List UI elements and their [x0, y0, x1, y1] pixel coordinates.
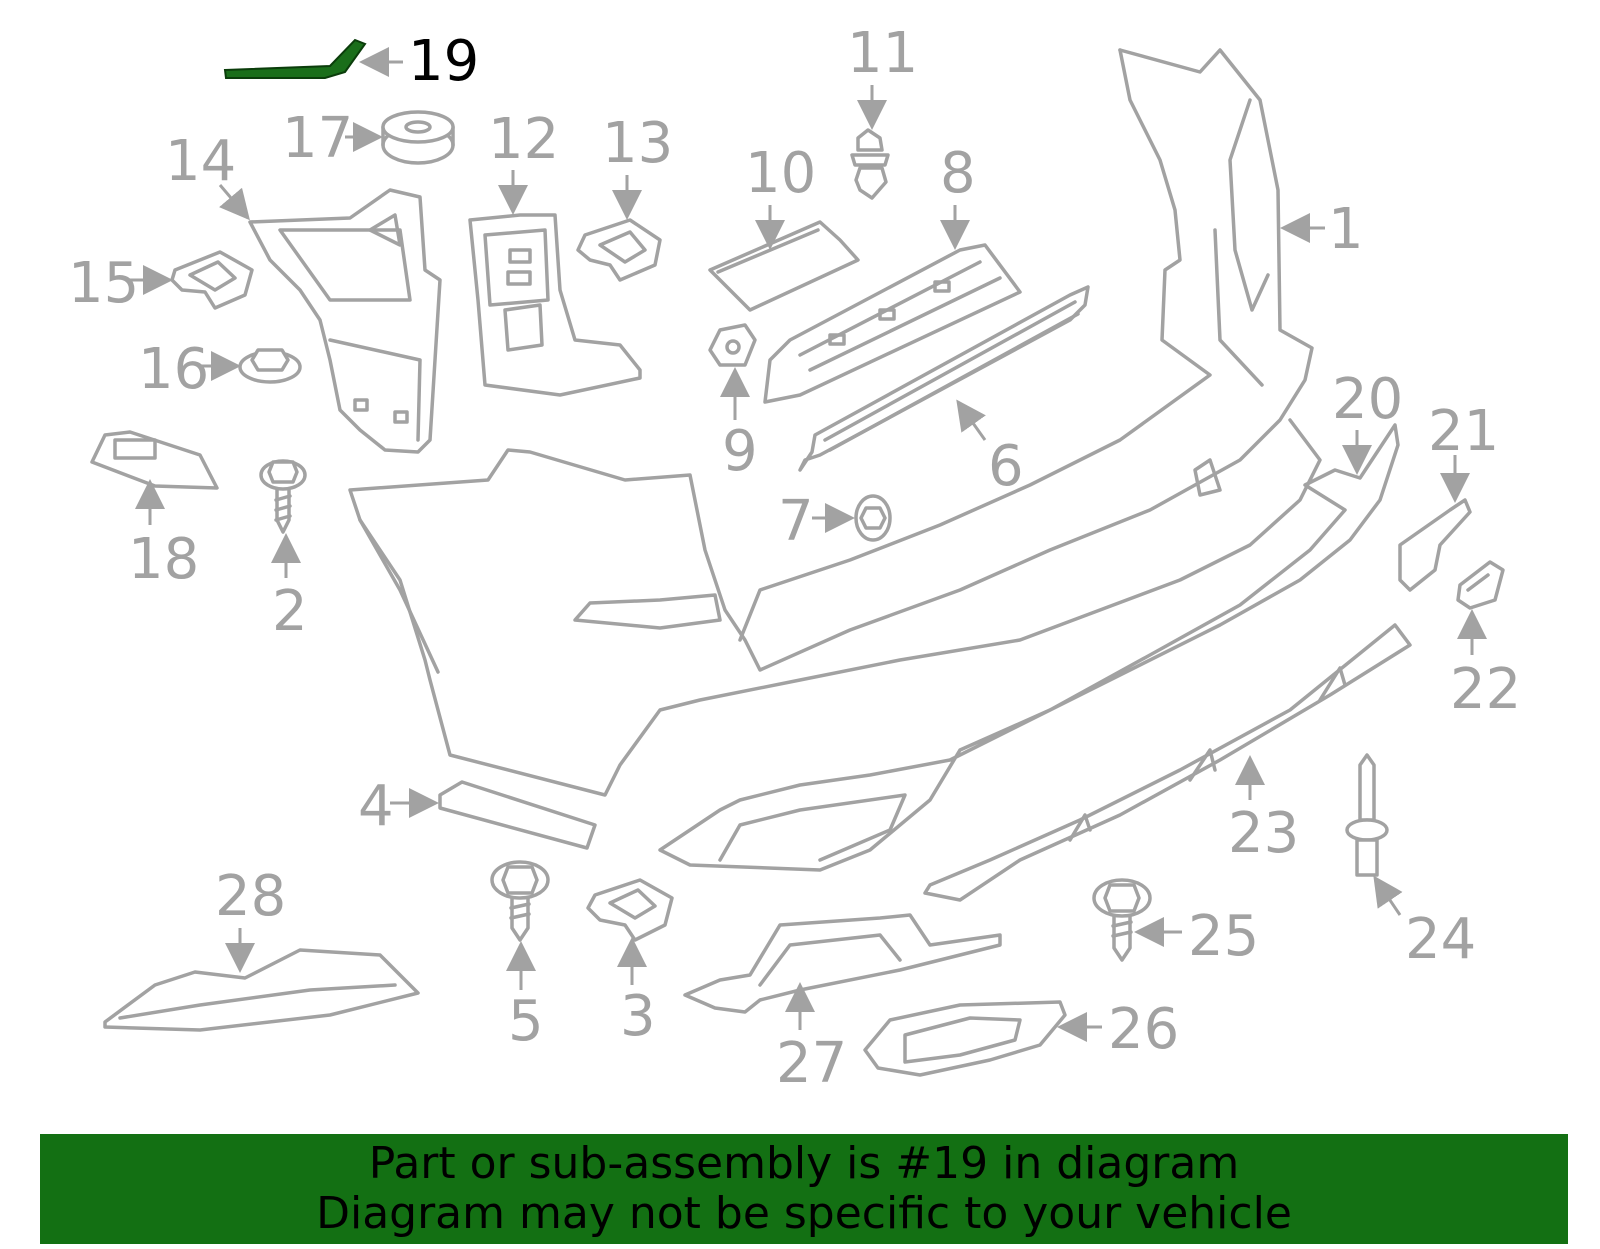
part-1[interactable]: [348, 48, 1322, 797]
part-10[interactable]: [708, 220, 860, 312]
part-14[interactable]: [248, 188, 442, 454]
part-4[interactable]: [438, 780, 597, 850]
part-2[interactable]: [259, 459, 307, 534]
banner-line-1: Part or sub-assembly is #19 in diagram: [368, 1138, 1240, 1189]
part-11[interactable]: [850, 128, 890, 200]
callout-8[interactable]: 8: [940, 141, 976, 206]
part-25[interactable]: [1092, 878, 1152, 962]
callout-13[interactable]: 13: [602, 111, 673, 176]
callout-25[interactable]: 25: [1188, 904, 1259, 969]
callout-12[interactable]: 12: [488, 107, 559, 172]
callout-4[interactable]: 4: [358, 774, 394, 839]
callout-17[interactable]: 17: [282, 106, 353, 171]
part-7[interactable]: [854, 494, 892, 542]
callout-18[interactable]: 18: [128, 527, 199, 592]
banner-line-2: Diagram may not be specific to your vehi…: [316, 1188, 1292, 1239]
callout-27[interactable]: 27: [776, 1031, 847, 1096]
part-5[interactable]: [490, 860, 550, 942]
part-16[interactable]: [238, 348, 302, 384]
part-8[interactable]: [763, 243, 1022, 404]
callout-22[interactable]: 22: [1450, 657, 1521, 722]
part-24[interactable]: [1345, 753, 1389, 877]
part-23[interactable]: [923, 623, 1412, 902]
callout-16[interactable]: 16: [138, 337, 209, 402]
part-13[interactable]: [576, 218, 662, 282]
callout-7[interactable]: 7: [778, 489, 814, 554]
callout-5[interactable]: 5: [508, 989, 544, 1054]
part-21[interactable]: [1398, 498, 1472, 592]
part-17[interactable]: [381, 110, 455, 165]
parts-diagram: 19 17 14 12 13 15: [68, 21, 1521, 1096]
arrow-6: [956, 399, 987, 441]
callout-24[interactable]: 24: [1405, 907, 1476, 972]
arrow-24: [1373, 875, 1403, 916]
callout-21[interactable]: 21: [1428, 399, 1499, 464]
part-15[interactable]: [170, 250, 254, 310]
callout-3[interactable]: 3: [620, 984, 656, 1049]
callout-15[interactable]: 15: [68, 251, 139, 316]
part-9[interactable]: [708, 323, 757, 367]
part-26[interactable]: [863, 1000, 1067, 1077]
callout-9[interactable]: 9: [722, 419, 758, 484]
part-22[interactable]: [1456, 560, 1505, 610]
callout-19[interactable]: 19: [408, 29, 479, 94]
part-3[interactable]: [586, 878, 674, 942]
callout-26[interactable]: 26: [1108, 997, 1179, 1062]
part-19[interactable]: [223, 38, 367, 79]
callout-11[interactable]: 11: [847, 21, 918, 86]
part-28[interactable]: [103, 948, 420, 1032]
arrow-14: [218, 184, 250, 221]
callout-2[interactable]: 2: [272, 579, 308, 644]
part-27[interactable]: [683, 913, 1002, 1014]
callout-1[interactable]: 1: [1328, 197, 1364, 262]
part-6[interactable]: [798, 285, 1090, 472]
callout-20[interactable]: 20: [1332, 367, 1403, 432]
part-12[interactable]: [468, 213, 642, 397]
part-20[interactable]: [658, 423, 1400, 872]
info-banner: Part or sub-assembly is #19 in diagram D…: [40, 1134, 1568, 1244]
callout-10[interactable]: 10: [745, 141, 816, 206]
callout-28[interactable]: 28: [215, 864, 286, 929]
callout-23[interactable]: 23: [1228, 801, 1299, 866]
callout-6[interactable]: 6: [988, 434, 1024, 499]
part-18[interactable]: [90, 430, 219, 490]
callout-14[interactable]: 14: [165, 129, 236, 194]
